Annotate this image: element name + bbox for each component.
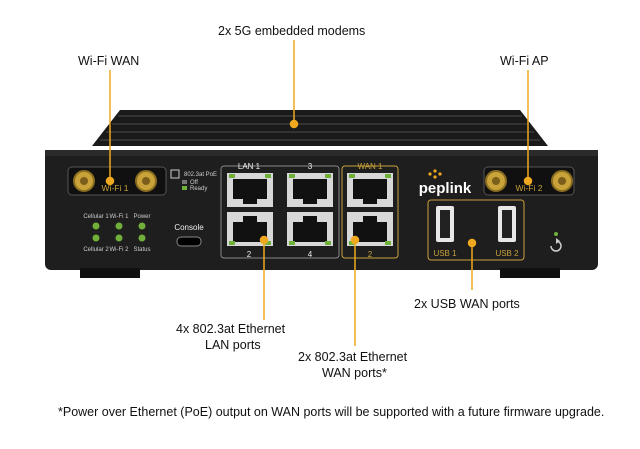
led-wifi2: [115, 234, 123, 242]
svg-text:802.3at PoE: 802.3at PoE: [184, 172, 217, 178]
usb-port-icon: [498, 206, 516, 242]
callout-wan-ports-line1: 2x 802.3at Ethernet: [298, 350, 408, 364]
svg-text:3: 3: [308, 162, 313, 171]
svg-text:Power: Power: [133, 214, 150, 220]
svg-text:peplink: peplink: [419, 180, 472, 197]
led-power: [138, 222, 146, 230]
wifi-wan-antenna-block: Wi-Fi 1: [67, 166, 167, 196]
svg-text:LAN 1: LAN 1: [238, 162, 261, 171]
svg-text:Cellular 2: Cellular 2: [83, 247, 109, 253]
ethernet-port-icon: [287, 212, 333, 246]
svg-text:WAN 1: WAN 1: [357, 162, 383, 171]
svg-text:4: 4: [308, 250, 313, 259]
console-port: Console: [174, 223, 204, 247]
poe-indicator: 802.3at PoE Off Ready: [170, 169, 217, 192]
svg-text:USB 2: USB 2: [495, 249, 519, 258]
callout-lines: [105, 40, 533, 346]
svg-text:Ready: Ready: [190, 186, 207, 192]
led-wifi1: [115, 222, 123, 230]
usb-port-group: USB 1 USB 2: [427, 199, 525, 261]
footnote: *Power over Ethernet (PoE) output on WAN…: [58, 405, 605, 419]
svg-text:2: 2: [368, 250, 373, 259]
peplink-logo: peplink: [419, 169, 472, 197]
callout-wifi-wan: Wi-Fi WAN: [78, 54, 140, 68]
svg-text:Cellular 1: Cellular 1: [83, 214, 109, 220]
svg-text:Wi-Fi 2: Wi-Fi 2: [110, 247, 130, 253]
led-status: [138, 234, 146, 242]
svg-text:Status: Status: [133, 247, 150, 253]
callout-wan-ports-line2: WAN ports*: [322, 366, 387, 380]
callout-wifi-ap: Wi-Fi AP: [500, 54, 549, 68]
led-cellular2: [92, 234, 100, 242]
ethernet-port-icon: [287, 173, 333, 207]
status-leds: Cellular 1 Wi-Fi 1 Power Cellular 2 Wi-F…: [83, 214, 150, 253]
heatsink: [92, 110, 548, 146]
svg-text:Wi-Fi 1: Wi-Fi 1: [110, 214, 130, 220]
led-cellular1: [92, 222, 100, 230]
reset-button-icon: [550, 232, 562, 252]
ethernet-port-icon: [347, 173, 393, 207]
svg-text:Off: Off: [190, 180, 198, 186]
ethernet-port-icon: [227, 173, 273, 207]
callout-lan-ports-line2: LAN ports: [205, 338, 261, 352]
callout-lan-ports-line1: 4x 802.3at Ethernet: [176, 322, 286, 336]
callout-usb-wan: 2x USB WAN ports: [414, 297, 520, 311]
wifi2-antenna-label: Wi-Fi 2: [516, 183, 543, 193]
svg-text:Console: Console: [174, 223, 204, 232]
callout-5g-modems: 2x 5G embedded modems: [218, 24, 366, 38]
svg-text:USB 1: USB 1: [433, 249, 457, 258]
svg-text:2: 2: [247, 250, 252, 259]
wifi1-antenna-label: Wi-Fi 1: [102, 183, 129, 193]
usb-port-icon: [436, 206, 454, 242]
